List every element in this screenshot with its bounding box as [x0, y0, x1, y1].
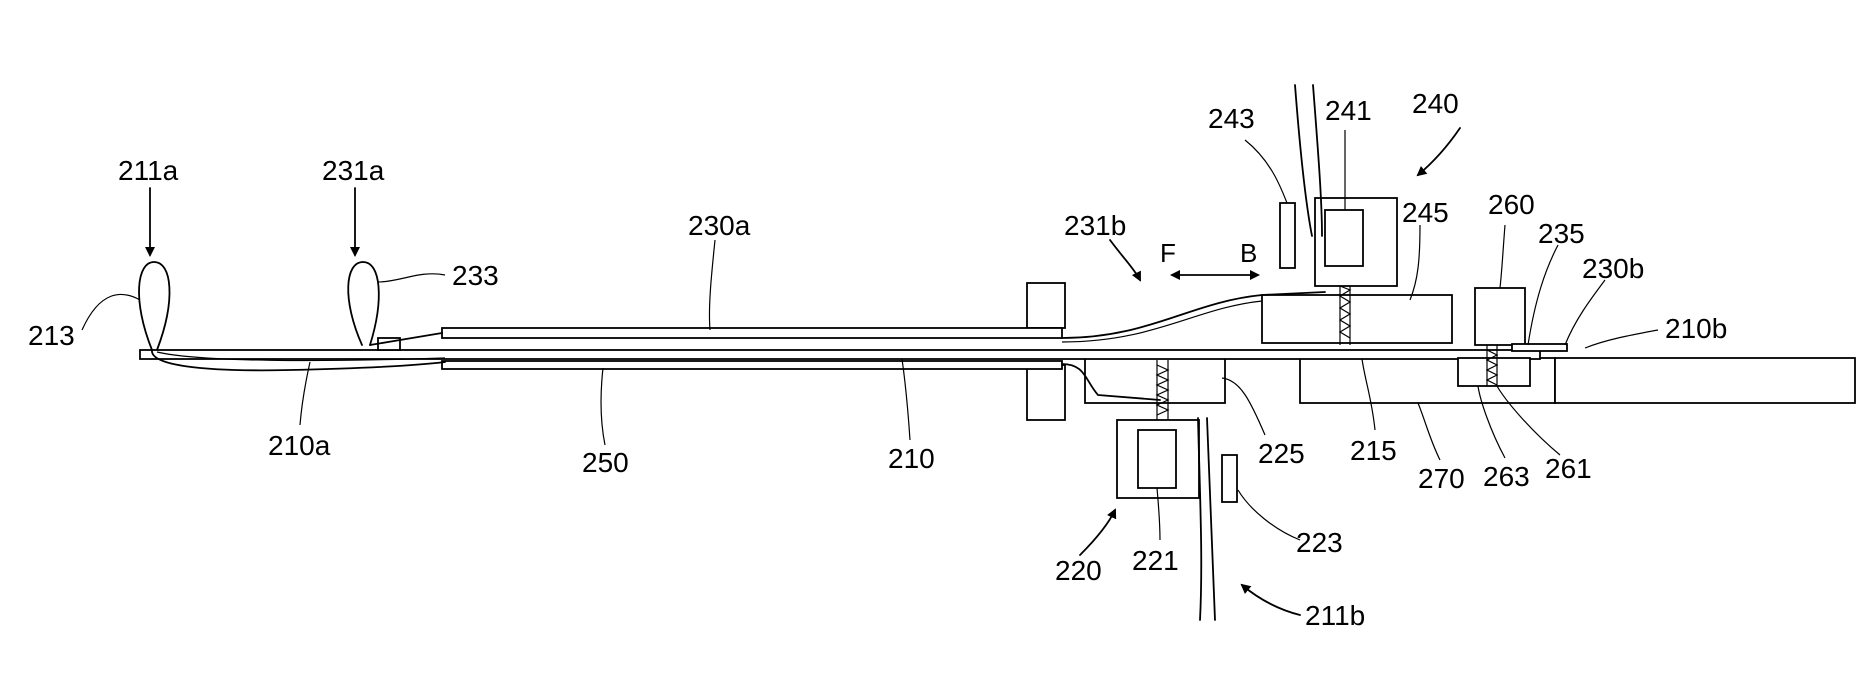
knob-243	[1280, 203, 1295, 268]
leader-240	[1418, 128, 1460, 175]
clamp-241	[1325, 210, 1363, 266]
upper-tube-230a	[442, 328, 1062, 338]
loop-231a	[348, 262, 379, 345]
lower-wire-down	[1198, 418, 1201, 620]
label-210b: 210b	[1665, 313, 1727, 344]
lower-tube-250	[442, 361, 1062, 369]
label-241: 241	[1325, 95, 1372, 126]
label-250: 250	[582, 447, 629, 478]
lower-wire-down-2	[1207, 418, 1215, 620]
leader-210b	[1585, 330, 1658, 348]
leader-210a	[300, 362, 310, 425]
label-270: 270	[1418, 463, 1465, 494]
label-263: 263	[1483, 461, 1530, 492]
label-220: 220	[1055, 555, 1102, 586]
label-215: 215	[1350, 435, 1397, 466]
label-245: 245	[1402, 197, 1449, 228]
leader-223	[1238, 490, 1300, 540]
label-B: B	[1240, 238, 1257, 268]
label-F: F	[1160, 238, 1176, 268]
label-233: 233	[452, 260, 499, 291]
bar-end-235	[1512, 344, 1567, 351]
label-243: 243	[1208, 103, 1255, 134]
leader-245	[1410, 225, 1420, 300]
upper-wire	[1295, 85, 1312, 236]
leader-231b	[1110, 240, 1140, 280]
knob-223	[1222, 455, 1237, 502]
label-240: 240	[1412, 88, 1459, 119]
label-260: 260	[1488, 189, 1535, 220]
clamp-221	[1138, 430, 1176, 488]
label-231b: 231b	[1064, 210, 1126, 241]
block-245	[1262, 295, 1452, 343]
label-231a: 231a	[322, 155, 385, 186]
label-230a: 230a	[688, 210, 751, 241]
leader-211b	[1242, 585, 1300, 615]
leader-210	[902, 359, 910, 440]
screw-block-263	[1458, 358, 1530, 386]
label-210: 210	[888, 443, 935, 474]
leader-243	[1245, 140, 1287, 203]
label-211a: 211a	[118, 155, 179, 186]
leader-220	[1080, 510, 1115, 555]
leader-233	[378, 274, 445, 282]
label-213: 213	[28, 320, 75, 351]
stop-flange-upper	[1027, 283, 1065, 328]
label-261: 261	[1545, 453, 1592, 484]
leader-230a	[709, 240, 715, 330]
label-230b: 230b	[1582, 253, 1644, 284]
label-211b: 211b	[1305, 600, 1365, 631]
leader-225	[1222, 378, 1265, 435]
label-221: 221	[1132, 545, 1179, 576]
label-225: 225	[1258, 438, 1305, 469]
stop-flange-lower	[1027, 365, 1065, 420]
leader-213	[82, 294, 140, 330]
label-210a: 210a	[268, 430, 331, 461]
leader-250	[601, 368, 605, 445]
main-bar-210	[140, 350, 1540, 359]
label-223: 223	[1296, 527, 1343, 558]
loop-211a	[139, 262, 169, 350]
base-plate	[1555, 358, 1855, 403]
leader-235	[1528, 245, 1558, 345]
leader-230b	[1565, 280, 1605, 345]
block-260	[1475, 288, 1525, 345]
label-235: 235	[1538, 218, 1585, 249]
leader-260	[1500, 225, 1505, 288]
leader-270	[1418, 403, 1440, 460]
